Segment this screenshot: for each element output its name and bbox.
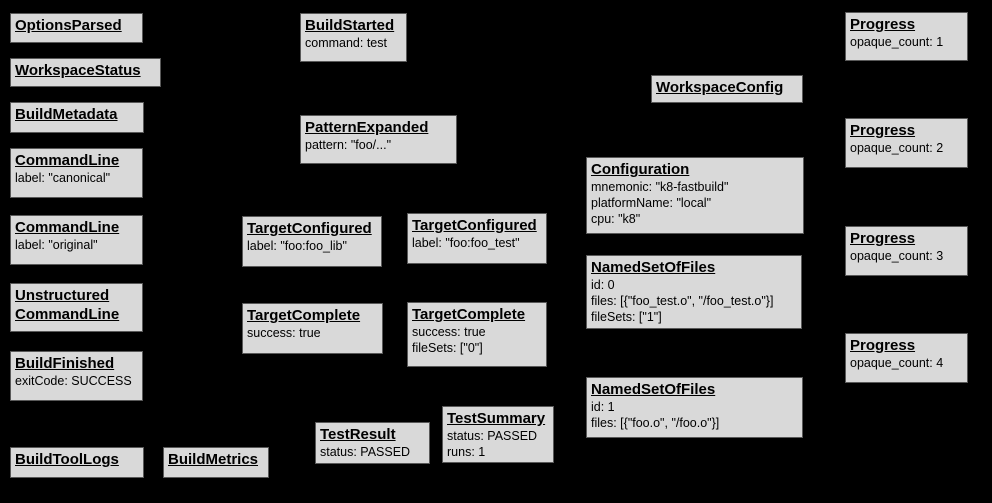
node-detail-line: opaque_count: 3: [850, 249, 944, 263]
node-title: Progress: [850, 16, 916, 33]
event-box-target-complete-foo-test: TargetComplete success: true fileSets: ["0…: [407, 302, 547, 367]
node-title: BuildToolLogs: [15, 451, 119, 468]
node-detail-line: command: test: [305, 36, 387, 50]
node-title: Configuration: [591, 161, 690, 178]
node-detail-line: opaque_count: 4: [850, 356, 944, 370]
node-detail-line: success: true: [412, 325, 486, 339]
node-title: OptionsParsed: [15, 17, 122, 34]
event-box-build-finished: BuildFinished exitCode: SUCCESS: [10, 351, 143, 401]
node-detail-line: files: [{"foo.o", "/foo.o"}]: [591, 416, 720, 430]
node-detail-line: id: 0: [591, 278, 615, 292]
node-detail-line: label: "foo:foo_test": [412, 236, 520, 250]
node-title: PatternExpanded: [305, 119, 429, 136]
node-detail-line: status: PASSED: [320, 445, 411, 459]
event-box-workspace-config: WorkspaceConfig: [651, 75, 803, 103]
node-title: BuildMetrics: [168, 451, 259, 468]
event-box-build-started: BuildStarted command: test: [300, 13, 407, 62]
node-title: Progress: [850, 337, 916, 354]
event-box-workspace-status: WorkspaceStatus: [10, 58, 161, 87]
node-detail-line: id: 1: [591, 400, 615, 414]
event-box-build-metadata: BuildMetadata: [10, 102, 144, 133]
node-detail-line: platformName: "local": [591, 196, 712, 210]
event-box-target-complete-foo-lib: TargetComplete success: true: [242, 303, 383, 354]
node-title: BuildMetadata: [15, 106, 118, 123]
node-title: BuildFinished: [15, 355, 115, 372]
node-detail-line: label: "foo:foo_lib": [247, 239, 347, 253]
node-title: TestResult: [320, 426, 396, 443]
node-detail-line: runs: 1: [447, 445, 486, 459]
node-title: Progress: [850, 122, 916, 139]
event-box-named-set-of-files-1: NamedSetOfFiles id: 1 files: [{"foo.o", "/…: [586, 377, 803, 438]
node-detail-line: opaque_count: 1: [850, 35, 944, 49]
node-detail-line: label: "original": [15, 238, 98, 252]
node-detail-line: exitCode: SUCCESS: [15, 374, 132, 388]
event-box-named-set-of-files-0: NamedSetOfFiles id: 0 files: [{"foo_test.o…: [586, 255, 802, 329]
node-title: Progress: [850, 230, 916, 247]
node-detail-line: fileSets: ["0"]: [412, 341, 483, 355]
node-detail-line: pattern: "foo/...": [305, 138, 392, 152]
node-detail-line: mnemonic: "k8-fastbuild": [591, 180, 729, 194]
event-box-target-configured-foo-lib: TargetConfigured label: "foo:foo_lib": [242, 216, 382, 267]
event-box-progress-2: Progress opaque_count: 2: [845, 118, 968, 168]
node-title: BuildStarted: [305, 17, 395, 34]
node-title: NamedSetOfFiles: [591, 381, 716, 398]
event-box-unstructured-command-line: Unstructured CommandLine: [10, 283, 143, 332]
node-title: NamedSetOfFiles: [591, 259, 716, 276]
node-title: TestSummary: [447, 410, 546, 427]
node-detail-line: cpu: "k8": [591, 212, 641, 226]
event-box-test-result: TestResult status: PASSED: [315, 422, 430, 464]
event-box-target-configured-foo-test: TargetConfigured label: "foo:foo_test": [407, 213, 547, 264]
event-box-progress-1: Progress opaque_count: 1: [845, 12, 968, 61]
node-detail-line: status: PASSED: [447, 429, 538, 443]
node-detail-line: label: "canonical": [15, 171, 111, 185]
event-box-command-line-original: CommandLine label: "original": [10, 215, 143, 265]
event-box-configuration: Configuration mnemonic: "k8-fastbuild" pla…: [586, 157, 804, 234]
node-title: TargetConfigured: [412, 217, 537, 234]
node-title: WorkspaceConfig: [656, 79, 784, 96]
event-box-options-parsed: OptionsParsed: [10, 13, 143, 43]
node-detail-line: files: [{"foo_test.o", "/foo_test.o"}]: [591, 294, 774, 308]
node-detail-line: opaque_count: 2: [850, 141, 944, 155]
node-title: TargetComplete: [247, 307, 361, 324]
node-title: CommandLine: [15, 152, 120, 169]
event-box-build-tool-logs: BuildToolLogs: [10, 447, 144, 478]
event-box-pattern-expanded: PatternExpanded pattern: "foo/...": [300, 115, 457, 164]
node-title: TargetComplete: [412, 306, 526, 323]
event-box-progress-3: Progress opaque_count: 3: [845, 226, 968, 276]
node-detail-line: success: true: [247, 326, 321, 340]
event-box-test-summary: TestSummary status: PASSED runs: 1: [442, 406, 554, 463]
event-box-build-metrics: BuildMetrics: [163, 447, 269, 478]
event-box-command-line-canonical: CommandLine label: "canonical": [10, 148, 143, 198]
node-title: TargetConfigured: [247, 220, 372, 237]
node-title: CommandLine: [15, 219, 120, 236]
node-detail-line: fileSets: ["1"]: [591, 310, 662, 324]
event-box-progress-4: Progress opaque_count: 4: [845, 333, 968, 383]
node-title: Unstructured CommandLine: [15, 287, 120, 323]
node-title: WorkspaceStatus: [15, 62, 141, 79]
